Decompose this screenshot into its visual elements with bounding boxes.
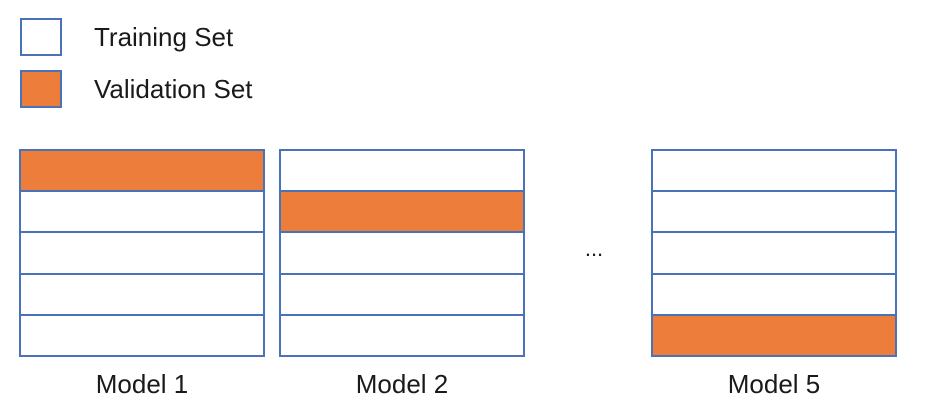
fold-3 xyxy=(653,231,895,273)
fold-4 xyxy=(653,272,895,314)
fold-4 xyxy=(281,272,523,314)
fold-2 xyxy=(281,190,523,232)
fold-1 xyxy=(653,151,895,191)
fold-2 xyxy=(21,190,263,232)
legend-swatch-training xyxy=(20,18,62,56)
model-5: Model 5 xyxy=(651,149,897,400)
legend-label-validation: Validation Set xyxy=(94,74,253,104)
legend-swatch-validation xyxy=(20,70,62,108)
model-2: Model 2 xyxy=(279,149,525,400)
model-1: Model 1 xyxy=(19,149,265,400)
legend-label-training: Training Set xyxy=(94,22,234,52)
fold-1 xyxy=(281,151,523,191)
legend-item-validation: Validation Set xyxy=(20,70,253,108)
model-label: Model 1 xyxy=(95,369,189,399)
legend-item-training: Training Set xyxy=(20,18,233,56)
fold-2 xyxy=(653,190,895,232)
model-label: Model 2 xyxy=(355,369,449,399)
fold-1 xyxy=(21,151,263,191)
fold-5 xyxy=(281,313,523,356)
fold-stack xyxy=(279,149,525,357)
fold-5 xyxy=(653,313,895,356)
fold-4 xyxy=(21,272,263,314)
fold-stack xyxy=(19,149,265,357)
fold-5 xyxy=(21,313,263,356)
fold-3 xyxy=(281,231,523,273)
ellipsis: ... xyxy=(584,236,604,261)
fold-3 xyxy=(21,231,263,273)
model-label: Model 5 xyxy=(727,369,821,399)
fold-stack xyxy=(651,149,897,357)
